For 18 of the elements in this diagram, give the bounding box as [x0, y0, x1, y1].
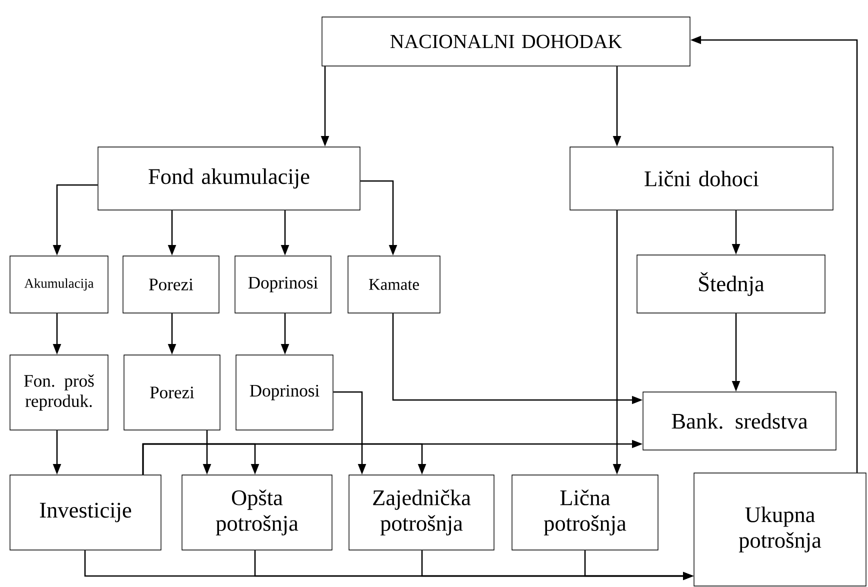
process-box: NACIONALNI DOHODAK [322, 16, 690, 66]
process-box: Investicije [10, 474, 162, 550]
process-box: Porezi [122, 256, 220, 314]
process-box: Opšta potrošnja [182, 474, 332, 550]
process-box: Doprinosi [234, 256, 332, 314]
process-box: Bank. sredstva [642, 392, 836, 450]
process-box: Akumulacija [10, 256, 108, 314]
process-box: Porezi [124, 354, 220, 430]
process-box: Fon. proš reproduk. [10, 354, 108, 430]
process-box: Ukupna potrošnja [694, 472, 866, 586]
process-box: Doprinosi [236, 354, 334, 430]
process-box: Lični dohoci [570, 146, 834, 210]
arrow [142, 443, 426, 475]
process-box: Zajednička potrošnja [348, 474, 494, 550]
process-box: Kamate [348, 256, 440, 314]
process-box: Štednja [636, 254, 826, 314]
process-box: Fond akumulacije [98, 146, 360, 210]
process-box: Lična potrošnja [512, 474, 658, 550]
